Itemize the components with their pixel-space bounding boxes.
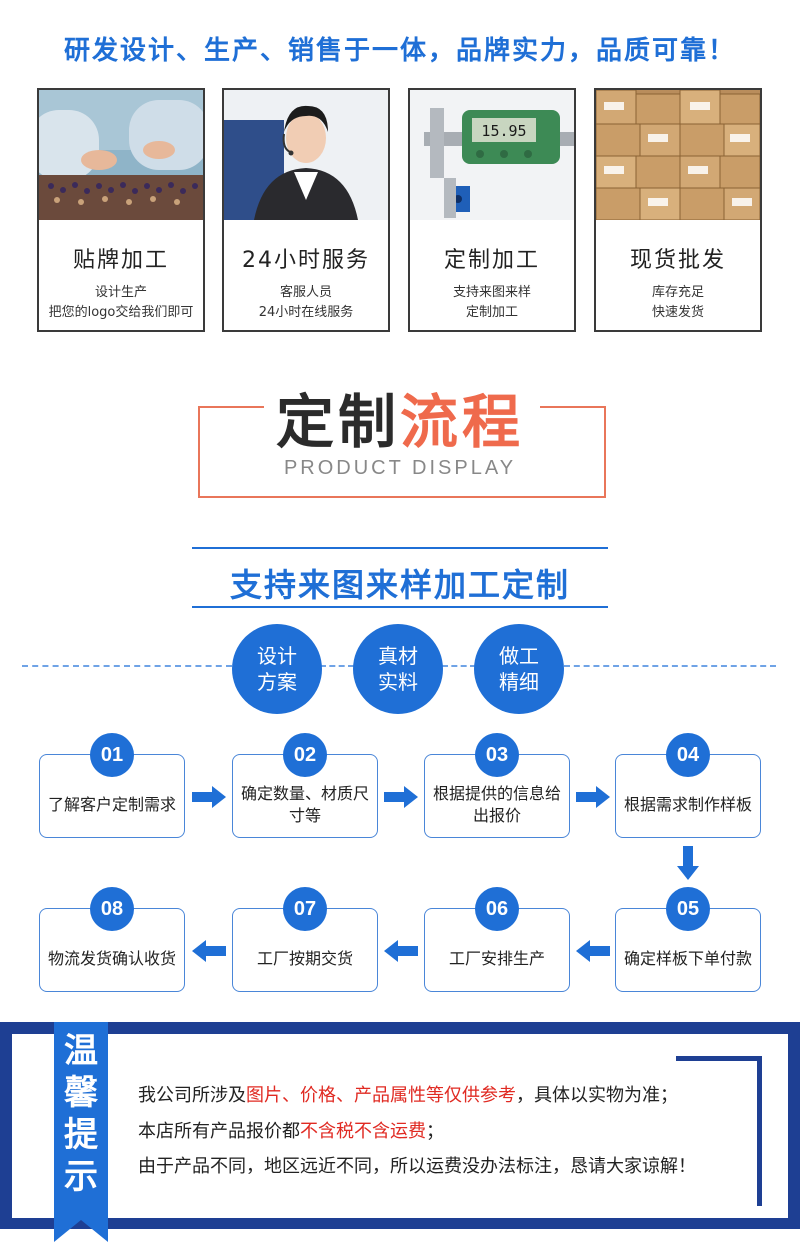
notice-panel [0,1022,800,1229]
card-desc-line: 库存充足 [651,285,704,300]
hero-frame-cap [198,406,264,408]
dashed-divider [442,665,476,667]
hero-title-part2: 流程 [400,388,525,456]
notice-text: ，具体以实物为准； [516,1085,678,1106]
step-text: 根据提供的信息给出报价 [432,784,561,825]
step-number: 07 [283,887,327,931]
step-text: 物流发货确认收货 [47,949,176,968]
process-step-03: 03 根据提供的信息给出报价 [424,733,570,838]
card-desc: 设计生产 把您的logo交给我们即可 [39,283,203,323]
hero-title-part1: 定制 [275,388,400,456]
step-number: 04 [666,733,710,777]
feature-line: 精细 [499,670,539,694]
arrow-right-icon [576,786,610,808]
card-desc-line: 支持来图来样 [452,285,531,300]
dashed-divider [22,665,232,667]
process-step-07: 07 工厂按期交货 [232,887,378,992]
caliper-display: 15.95 [481,122,526,140]
caliper-photo: 15.95 [410,90,574,220]
dashed-divider [564,665,776,667]
feature-line: 实料 [378,670,418,694]
notice-highlight: 图片、价格、产品属性等仅供参考 [246,1085,516,1106]
step-text: 工厂按期交货 [256,949,353,968]
card-desc-line: 24小时在线服务 [258,305,354,320]
card-title: 24小时服务 [242,248,370,273]
feature-circle-design: 设计方案 [232,624,322,714]
card-desc-line: 定制加工 [465,305,518,320]
service-card-oem: 贴牌加工 设计生产 把您的logo交给我们即可 [37,88,205,332]
card-desc: 客服人员 24小时在线服务 [224,283,388,323]
feature-line: 方案 [257,670,297,694]
card-desc: 支持来图来样 定制加工 [410,283,574,323]
card-desc-line: 快速发货 [651,305,704,320]
headline: 研发设计、生产、销售于一体，品牌实力，品质可靠！ [63,36,736,66]
process-step-08: 08 物流发货确认收货 [39,887,185,992]
section-rule-bottom [192,606,608,608]
card-desc-line: 客服人员 [279,285,332,300]
step-text: 了解客户定制需求 [47,795,176,814]
card-title: 定制加工 [443,248,540,273]
service-card-wholesale: 现货批发 库存充足 快速发货 [594,88,762,332]
card-desc-line: 把您的logo交给我们即可 [48,305,194,320]
arrow-down-icon [677,846,699,880]
feature-line: 做工 [499,644,539,668]
service-card-24h: 24小时服务 客服人员 24小时在线服务 [222,88,390,332]
notice-text: ； [426,1121,444,1142]
arrow-right-icon [192,786,226,808]
notice-corner-decor [676,1056,762,1206]
notice-line-1: 我公司所涉及图片、价格、产品属性等仅供参考，具体以实物为准； [138,1081,678,1107]
notice-text: 我公司所涉及 [138,1085,246,1106]
card-title: 现货批发 [629,248,726,273]
notice-highlight: 不含税不含运费 [300,1121,426,1142]
feature-line: 真材 [378,644,418,668]
card-desc: 库存充足 快速发货 [596,283,760,323]
card-desc-line: 设计生产 [94,285,147,300]
process-step-06: 06 工厂安排生产 [424,887,570,992]
feature-circle-material: 真材实料 [353,624,443,714]
step-number: 05 [666,887,710,931]
hero-subtitle: PRODUCT DISPLAY [283,457,517,479]
step-number: 03 [475,733,519,777]
section-title: 支持来图来样加工定制 [229,566,570,604]
arrow-left-icon [192,940,226,962]
customer-service-photo [224,90,388,220]
process-step-01: 01 了解客户定制需求 [39,733,185,838]
hero-title: 定制流程 [0,375,800,459]
step-number: 01 [90,733,134,777]
service-card-custom: 15.95 定制加工 支持来图来样 定制加工 [408,88,576,332]
notice-ribbon: 温馨提示 [54,1022,108,1242]
feature-line: 设计 [257,644,297,668]
notice-inner [12,1034,788,1218]
hero-frame-cap [540,406,606,408]
arrow-right-icon [384,786,418,808]
factory-workers-photo [39,90,203,220]
step-number: 06 [475,887,519,931]
process-step-02: 02 确定数量、材质尺寸等 [232,733,378,838]
notice-line-3: 由于产品不同，地区远近不同，所以运费没办法标注，恳请大家谅解！ [138,1156,696,1177]
step-number: 08 [90,887,134,931]
step-number: 02 [283,733,327,777]
arrow-left-icon [576,940,610,962]
notice-text: 本店所有产品报价都 [138,1121,300,1142]
arrow-left-icon [384,940,418,962]
process-step-04: 04 根据需求制作样板 [615,733,761,838]
notice-ribbon-label: 温馨提示 [64,1031,98,1197]
dashed-divider [320,665,354,667]
process-step-05: 05 确定样板下单付款 [615,887,761,992]
card-title: 贴牌加工 [72,248,169,273]
step-text: 确定样板下单付款 [623,949,752,968]
section-rule-top [192,547,608,549]
notice-line-2: 本店所有产品报价都不含税不含运费； [138,1117,444,1143]
warehouse-boxes-photo [596,90,760,220]
hero-frame [198,406,606,498]
feature-circle-craft: 做工精细 [474,624,564,714]
step-text: 根据需求制作样板 [623,795,752,814]
step-text: 工厂安排生产 [448,949,545,968]
step-text: 确定数量、材质尺寸等 [240,784,369,825]
